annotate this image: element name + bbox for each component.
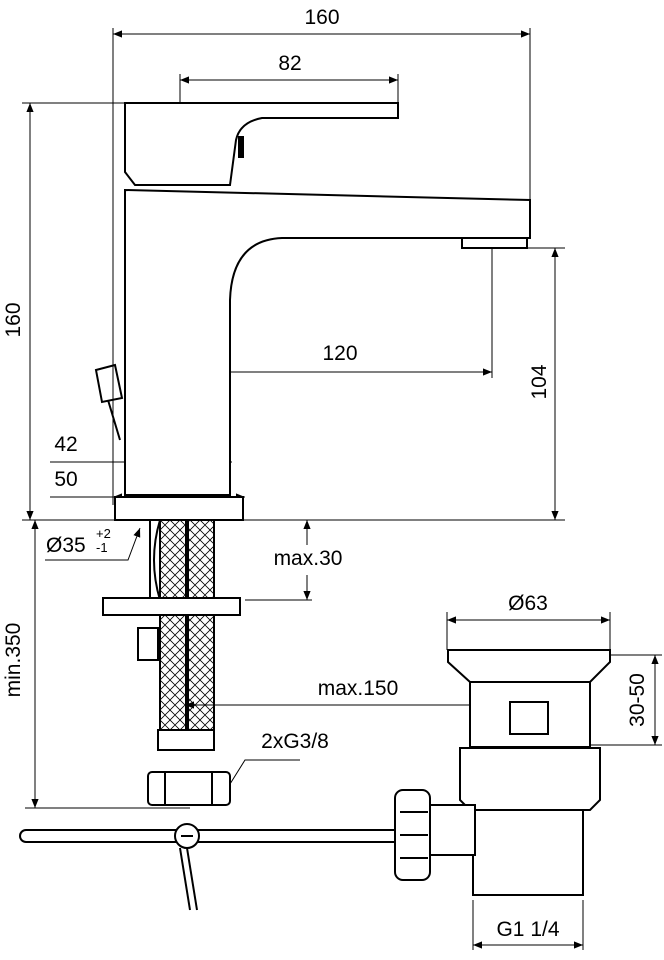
dim-handle-length: 82 xyxy=(278,52,301,75)
dim-waste-thread: G1 1/4 xyxy=(496,918,559,941)
dim-waste-diameter: Ø63 xyxy=(508,592,548,615)
dim-hole-tol-minus: -1 xyxy=(96,540,108,555)
dim-waste-range: 30-50 xyxy=(626,673,649,727)
dim-42: 42 xyxy=(54,433,77,456)
extension-lines xyxy=(22,28,662,950)
dim-50: 50 xyxy=(54,468,77,491)
dim-spout-reach: 120 xyxy=(322,342,357,365)
dim-overall-height: 160 xyxy=(2,302,25,337)
pop-up-rod xyxy=(19,823,401,911)
dim-max-thickness: max.30 xyxy=(274,547,343,570)
dim-overall-width: 160 xyxy=(304,6,339,29)
mixer-handle xyxy=(124,102,399,186)
dim-hole-tol-plus: +2 xyxy=(96,526,111,541)
mixer-body xyxy=(94,188,531,521)
waste-valve xyxy=(394,649,611,896)
dim-hole-diameter: Ø35 xyxy=(46,534,86,557)
supply-hoses xyxy=(102,519,241,806)
dim-connections: 2xG3/8 xyxy=(261,730,329,753)
dim-min-hose: min.350 xyxy=(2,623,25,698)
dim-max-150: max.150 xyxy=(318,677,399,700)
dim-spout-height: 104 xyxy=(528,364,551,399)
